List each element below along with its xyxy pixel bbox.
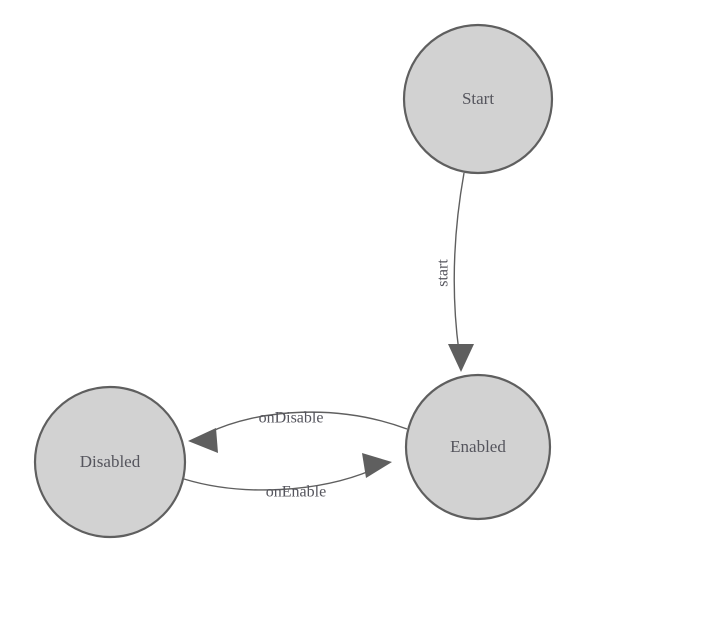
edge-line-enabled-to-disabled: [207, 411, 408, 434]
edge-line-disabled-to-enabled: [183, 469, 373, 491]
node-enabled[interactable]: Enabled: [404, 373, 552, 521]
edges-layer: start onDisable onEnable: [183, 172, 474, 501]
arrowhead-left-icon: [188, 428, 218, 453]
node-label-enabled: Enabled: [450, 437, 506, 456]
node-label-disabled: Disabled: [80, 452, 141, 471]
node-shape-disabled: [33, 385, 187, 539]
edge-label-start: start: [435, 259, 452, 287]
nodes-layer: Start Enabled Disabled: [33, 23, 554, 539]
edge-label-ondisable: onDisable: [259, 410, 324, 427]
arrowhead-down-icon: [448, 344, 474, 372]
edge-label-onenable: onEnable: [266, 484, 326, 501]
node-label-start: Start: [462, 89, 494, 108]
edge-enabled-to-disabled[interactable]: onDisable: [188, 410, 408, 453]
arrowhead-right-icon: [362, 453, 392, 478]
edge-line-start-to-enabled: [453, 172, 465, 353]
node-start[interactable]: Start: [402, 23, 554, 175]
node-shape-enabled: [404, 373, 552, 521]
edge-disabled-to-enabled[interactable]: onEnable: [183, 453, 392, 501]
edge-start-to-enabled[interactable]: start: [435, 172, 474, 372]
node-shape-start: [402, 23, 554, 175]
node-disabled[interactable]: Disabled: [33, 385, 187, 539]
